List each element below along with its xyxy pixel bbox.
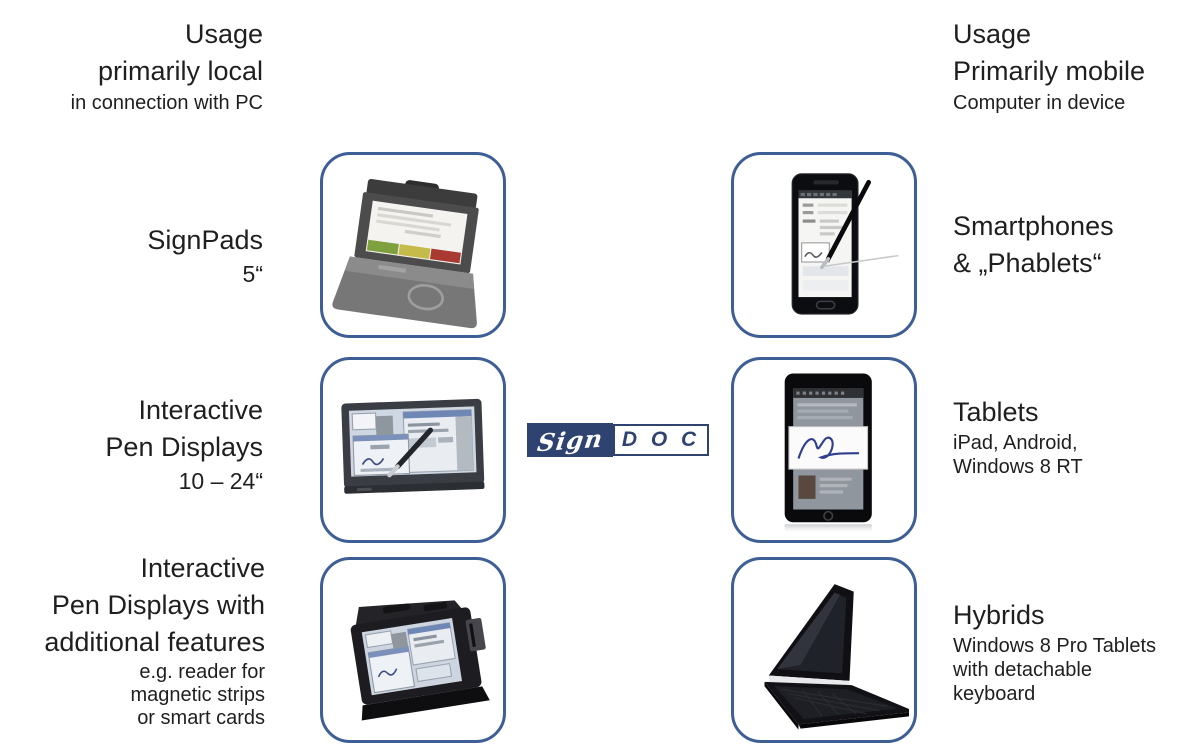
pen-displays-size: 10 – 24“ [178,468,263,494]
pen-displays-feat-title-line1: Interactive [140,553,265,583]
smartphones-title-line2: & „Phablets“ [953,248,1102,278]
label-interactive-pen-displays: Interactive Pen Displays 10 – 24“ [0,392,263,496]
pen-display-image [341,398,485,494]
pen-display-terminal-box [320,557,506,743]
header-usage-local-line1: Usage [184,19,263,49]
tablets-sub-line1: iPad, Android, [953,432,1078,454]
pen-displays-title-line1: Interactive [138,395,263,425]
hybrids-title: Hybrids [953,600,1045,630]
header-usage-mobile-line1: Usage [953,19,1032,49]
pen-display-with-features-image [350,600,490,721]
signdoc-logo: Sign D O C [527,423,709,457]
tablets-sub-line2: Windows 8 RT [953,456,1083,478]
pen-displays-feat-sub-line3: or smart cards [137,707,265,729]
header-usage-local-line2: primarily local [97,56,263,86]
pen-displays-feat-sub-line1: e.g. reader for [139,661,265,683]
signdoc-logo-sign-text: Sign [535,423,605,457]
signpads-size: 5“ [242,261,263,287]
pen-displays-feat-title-line2: Pen Displays with [51,590,265,620]
hybrids-sub-line2: with detachable [953,659,1092,681]
pen-displays-feat-title-line3: additional features [44,627,265,657]
pen-displays-feat-sub-line2: magnetic strips [130,684,266,706]
signpad-box [320,152,506,338]
label-tablets: Tablets iPad, Android, Windows 8 RT [953,394,1193,479]
pen-display-box [320,357,506,543]
hybrid-box [731,557,917,743]
left-column-header: Usage primarily local in connection with… [0,16,263,116]
label-hybrids: Hybrids Windows 8 Pro Tablets with detac… [953,597,1200,706]
smartphone-image [791,173,899,315]
tablet-box [731,357,917,543]
smartphone-box [731,152,917,338]
hybrid-image [764,584,909,730]
signpad-image [332,179,479,329]
smartphones-title-line1: Smartphones [953,211,1114,241]
right-column-header: Usage Primarily mobile Computer in devic… [953,16,1193,116]
signdoc-logo-sign: Sign [527,423,613,457]
hybrids-sub-line1: Windows 8 Pro Tablets [953,635,1157,657]
label-smartphones: Smartphones & „Phablets“ [953,208,1193,282]
pen-displays-title-line2: Pen Displays [105,432,263,462]
hybrids-sub-line3: keyboard [953,683,1036,705]
tablets-title: Tablets [953,397,1039,427]
header-usage-mobile-line3: Computer in device [953,92,1126,114]
label-pen-displays-with-features: Interactive Pen Displays with additional… [0,550,265,730]
header-usage-local-line3: in connection with PC [70,92,263,114]
header-usage-mobile-line2: Primarily mobile [953,56,1146,86]
signdoc-logo-doc: D O C [613,424,709,456]
label-signpads: SignPads 5“ [0,222,263,289]
tablet-image [784,373,872,534]
signpads-title: SignPads [147,225,263,255]
